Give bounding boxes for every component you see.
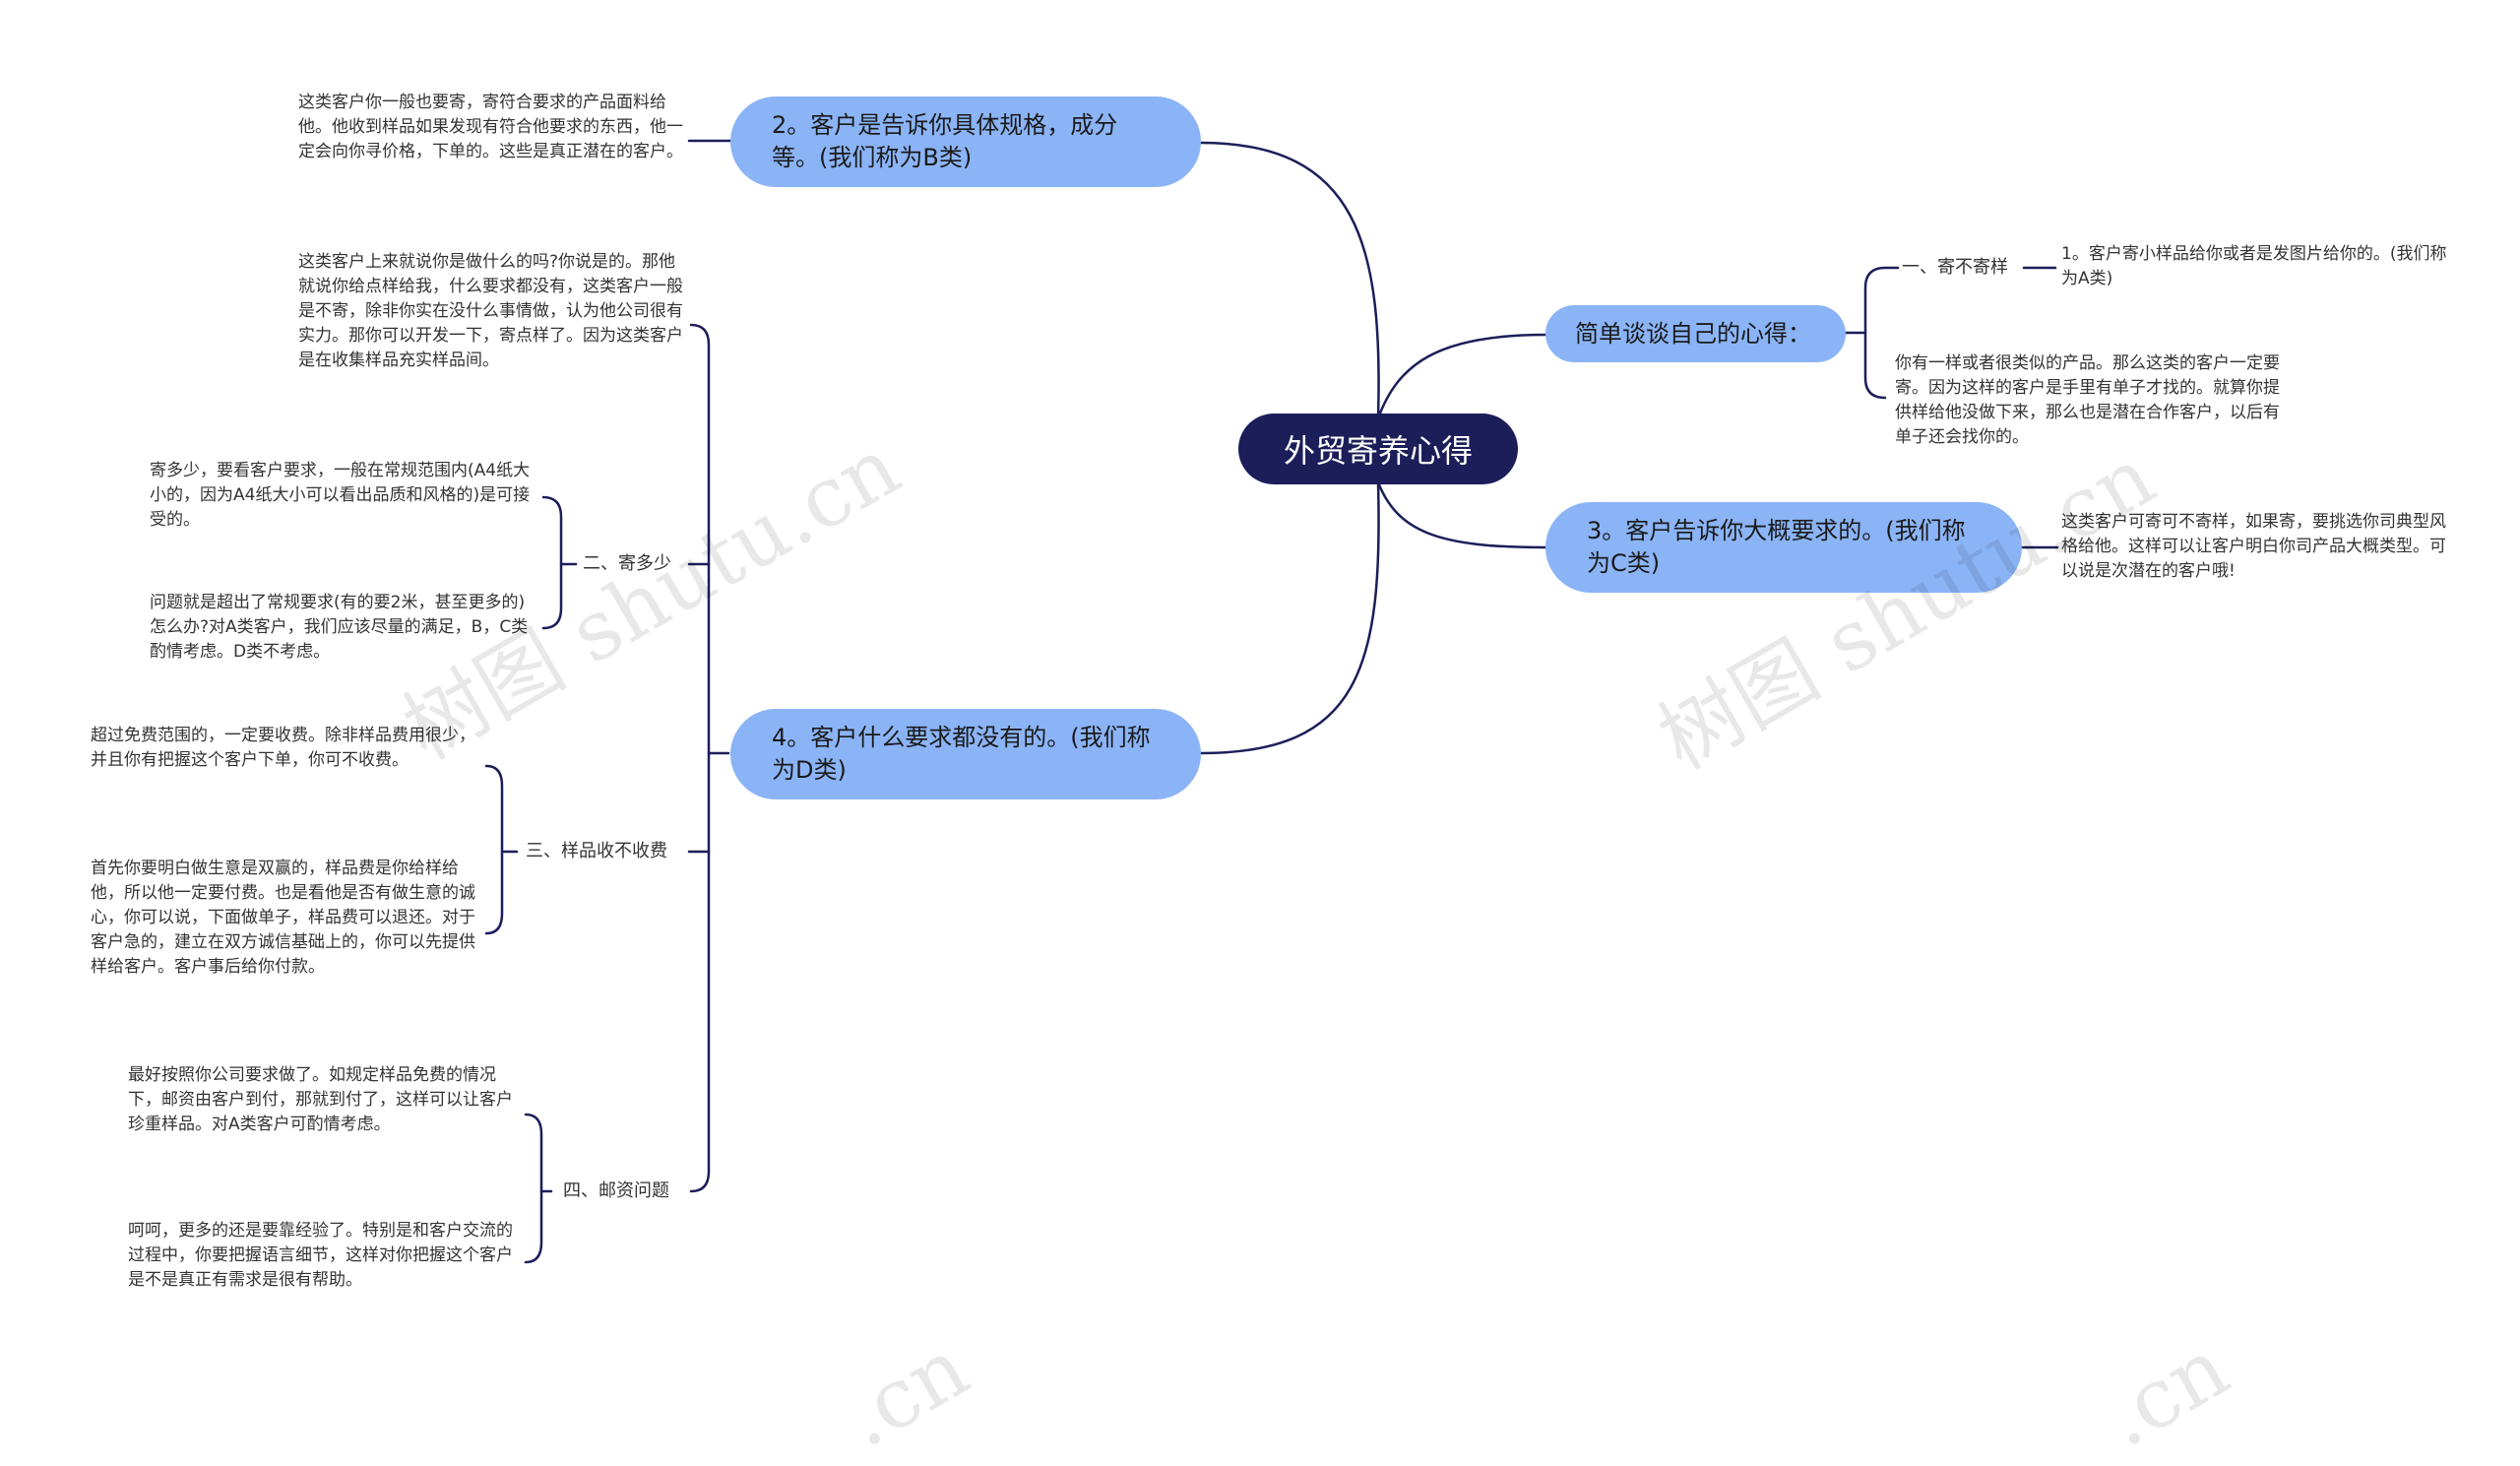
branch-c-detail: 这类客户可寄可不寄样，如果寄，要挑选你司典型风格给他。这样可以让客户明白你司产品… [2061,512,2446,581]
bracket-sub3 [484,764,504,935]
sub4-item2: 呵呵，更多的还是要靠经验了。特别是和客户交流的过程中，你要把握语言细节，这样对你… [128,1221,513,1290]
branch-d-label: 4。客户什么要求都没有的。(我们称为D类) [772,724,1151,784]
connector-root-xinde [1376,333,1547,420]
bracket-sub4 [524,1113,543,1264]
sub3-item2: 首先你要明白做生意是双赢的，样品费是你给样给他，所以他一定要付费。也是看他是否有… [91,859,475,977]
sub4-item1: 最好按照你公司要求做了。如规定样品免费的情况下，邮资由客户到付，那就到付了，这样… [128,1065,513,1134]
sub4-label[interactable]: 四、邮资问题 [563,1180,669,1201]
connector-root-d [1199,480,1380,755]
branch-c-label: 3。客户告诉你大概要求的。(我们称为C类) [1587,517,1966,577]
branch-b-class[interactable]: 2。客户是告诉你具体规格，成分等。(我们称为B类) [730,96,1201,187]
sub1-item2: 你有一样或者很类似的产品。那么这类的客户一定要寄。因为这样的客户是手里有单子才找… [1895,353,2280,447]
branch-b-label: 2。客户是告诉你具体规格，成分等。(我们称为B类) [772,111,1118,171]
branch-d-class[interactable]: 4。客户什么要求都没有的。(我们称为D类) [730,709,1201,799]
branch-xinde[interactable]: 简单谈谈自己的心得： [1545,305,1846,362]
branch-d-detail: 这类客户上来就说你是做什么的吗?你说是的。那他就说你给点样给我，什么要求都没有，… [298,252,683,370]
connector-root-b [1199,141,1380,420]
sub3-item1: 超过免费范围的，一定要收费。除非样品费用很少，并且你有把握这个客户下单，你可不收… [91,726,475,770]
bracket-d [689,323,711,1193]
sub1-label[interactable]: 一、寄不寄样 [1902,257,2008,278]
sub1-item1: 1。客户寄小样品给你或者是发图片给你的。(我们称为A类) [2061,244,2447,288]
bracket-xinde [1863,266,1887,400]
root-node[interactable]: 外贸寄养心得 [1238,414,1518,484]
sub3-label[interactable]: 三、样品收不收费 [526,841,667,861]
mind-map-canvas: 外贸寄养心得 2。客户是告诉你具体规格，成分等。(我们称为B类) 这类客户你一般… [91,93,2447,1466]
sub2-item1: 寄多少，要看客户要求，一般在常规范围内(A4纸大小的，因为A4纸大小可以看出品质… [150,461,531,530]
branch-c-class[interactable]: 3。客户告诉你大概要求的。(我们称为C类) [1545,502,2022,593]
bracket-sub2 [541,495,563,630]
sub2-item2: 问题就是超出了常规要求(有的要2米，甚至更多的)怎么办?对A类客户，我们应该尽量… [150,593,529,662]
branch-b-detail: 这类客户你一般也要寄，寄符合要求的产品面料给他。他收到样品如果发现有符合他要求的… [298,93,683,161]
connector-root-c [1376,480,1547,549]
connector-lines [484,139,2059,1264]
sub2-label[interactable]: 二、寄多少 [583,553,671,574]
branch-xinde-label: 简单谈谈自己的心得： [1575,319,1811,348]
root-label: 外贸寄养心得 [1283,432,1473,470]
